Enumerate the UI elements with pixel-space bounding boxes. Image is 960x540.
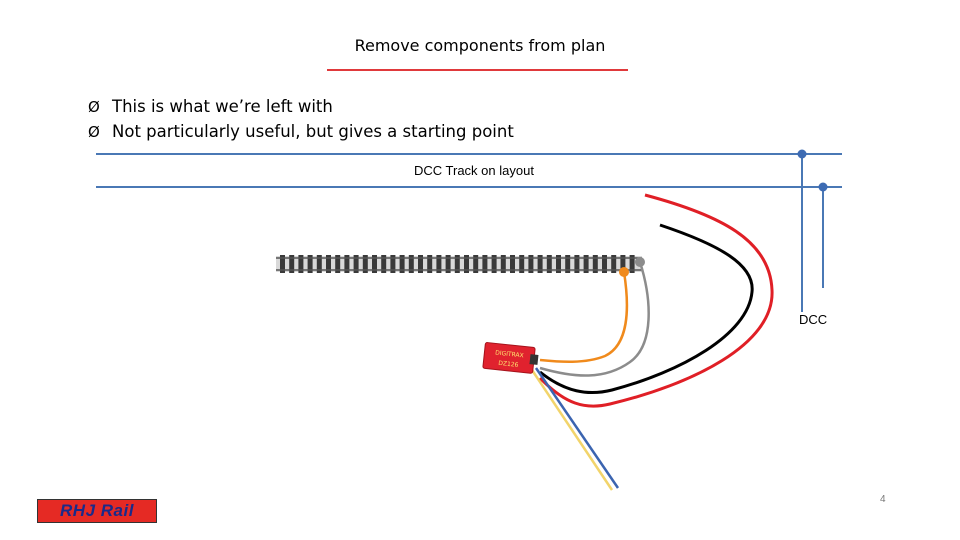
track-tie — [556, 255, 561, 273]
track-tie — [418, 255, 423, 273]
bullet-text: This is what we’re left with — [112, 97, 333, 116]
track-tie — [592, 255, 598, 273]
track-tie — [445, 255, 451, 273]
track-section — [276, 255, 645, 277]
dcc-decoder: DIGITRAX DZ126 — [482, 342, 539, 374]
track-tie — [537, 255, 543, 273]
decoder-connector — [529, 354, 539, 365]
track-tie — [362, 255, 368, 273]
track-tie — [454, 255, 460, 273]
track-tie — [372, 255, 377, 273]
track-tie — [510, 255, 515, 273]
track-tie — [280, 255, 285, 273]
track-tie — [399, 255, 405, 273]
bullet-item: Ø This is what we’re left with — [88, 96, 514, 121]
track-tie — [482, 255, 488, 273]
yellow-wire — [530, 369, 614, 491]
decoder-model-text: DZ126 — [498, 360, 519, 369]
track-tie — [602, 255, 607, 273]
blue-wire — [534, 367, 620, 489]
track-tie — [500, 255, 506, 273]
track-tie — [307, 255, 313, 273]
track-bus-label: DCC Track on layout — [414, 163, 534, 178]
track-tie — [390, 255, 396, 273]
bullet-text: Not particularly useful, but gives a sta… — [112, 122, 514, 141]
track-tie — [335, 255, 341, 273]
track-tie — [519, 255, 525, 273]
page-number: 4 — [880, 494, 886, 505]
grey-wire — [539, 261, 650, 377]
track-tie — [620, 255, 626, 273]
bus-junction-dot — [797, 149, 807, 159]
track-ties — [280, 255, 635, 273]
track-tie — [353, 255, 359, 273]
track-tie — [316, 255, 322, 273]
bullet-list: Ø This is what we’re left with Ø Not parti… — [88, 96, 514, 146]
track-tie — [583, 255, 589, 273]
track-tie — [546, 255, 552, 273]
rhj-rail-logo: RHJ Rail — [37, 499, 157, 523]
logo-text: RHJ Rail — [60, 501, 134, 520]
track-tie — [629, 255, 635, 273]
bullet-item: Ø Not particularly useful, but gives a st… — [88, 121, 514, 146]
bus-junction-dot — [818, 182, 828, 192]
track-tie — [565, 255, 571, 273]
track-tie — [574, 255, 580, 273]
track-tie — [326, 255, 331, 273]
track-tie — [473, 255, 479, 273]
track-tie — [427, 255, 433, 273]
slide-title: Remove components from plan — [354, 36, 606, 55]
dcc-label: DCC — [799, 312, 828, 327]
track-tie — [436, 255, 442, 273]
orange-wire — [539, 271, 629, 364]
track-tie — [464, 255, 469, 273]
black-wire — [539, 223, 754, 394]
track-tie — [528, 255, 534, 273]
track-tie — [289, 255, 295, 273]
track-tie — [381, 255, 387, 273]
track-tie — [611, 255, 617, 273]
track-tie — [298, 255, 304, 273]
arrow-bullet-icon: Ø — [88, 98, 100, 116]
red-wire — [538, 193, 774, 408]
decoder-brand-text: DIGITRAX — [495, 349, 524, 359]
track-tie — [491, 255, 497, 273]
title-underline — [327, 69, 628, 71]
arrow-bullet-icon: Ø — [88, 123, 100, 141]
decoder-body — [482, 342, 536, 374]
track-tie — [344, 255, 350, 273]
track-tie — [408, 255, 414, 273]
